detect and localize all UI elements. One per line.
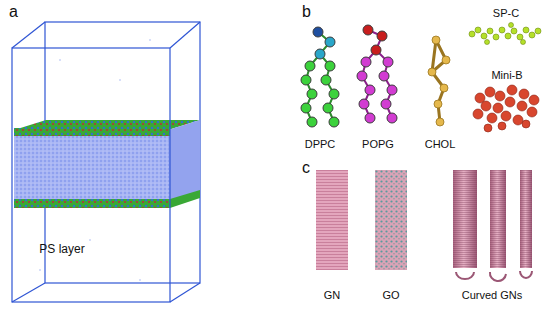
molecule-label: CHOL — [425, 139, 456, 150]
material-label: GO — [382, 290, 399, 301]
molecule-label: Mini-B — [491, 70, 522, 81]
panel-letter: c — [302, 160, 310, 176]
material-label: GN — [324, 290, 341, 301]
region-label: PS layer — [39, 243, 84, 255]
molecule-label: SP-C — [493, 8, 519, 19]
panel-letter: a — [9, 4, 18, 20]
molecule-label: DPPC — [305, 139, 336, 150]
material-label: Curved GNs — [462, 290, 523, 301]
molecule-label: POPG — [362, 139, 394, 150]
panel-letter: b — [302, 4, 311, 20]
